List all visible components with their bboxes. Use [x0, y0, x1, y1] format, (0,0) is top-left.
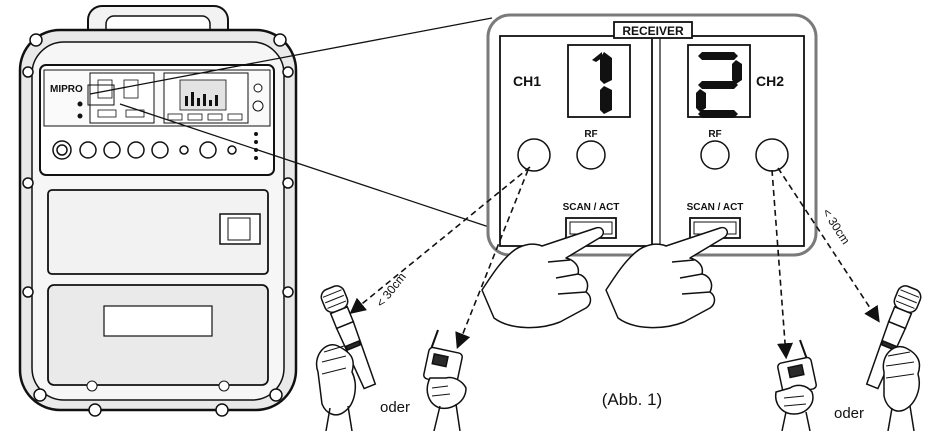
ch2-label: CH2 — [756, 73, 784, 89]
pressing-hand-right-icon — [605, 226, 728, 329]
pressing-hand-left-icon — [481, 226, 604, 329]
figure-caption: (Abb. 1) — [602, 390, 662, 409]
ch2-infrared-sensor — [755, 138, 789, 172]
speaker-screws — [22, 33, 294, 417]
ch1-seven-segment-display — [567, 44, 631, 118]
receiver-header-label: RECEIVER — [622, 24, 684, 38]
zoom-callout-lines — [87, 17, 499, 231]
ch1-label: CH1 — [513, 73, 541, 89]
distance-right-label: < 30cm — [819, 206, 852, 247]
or-left-label: oder — [380, 399, 410, 416]
ch2-scan-act-label: SCAN / ACT — [687, 202, 744, 213]
handheld-microphone-left-icon — [315, 285, 377, 431]
ch1-rf-label: RF — [584, 129, 597, 140]
receiver-zoom-panel: RECEIVER CH1 RF SCAN / ACT CH2 RF — [486, 13, 818, 257]
speaker-knobs — [52, 140, 237, 160]
ch1-scan-act-label: SCAN / ACT — [563, 202, 620, 213]
or-right-label: oder — [834, 405, 864, 422]
ch2-seven-segment-display — [687, 44, 751, 118]
ch2-rf-label: RF — [708, 129, 721, 140]
bodypack-transmitter-left-icon — [423, 329, 467, 431]
speaker-device: MIPRO — [18, 5, 298, 417]
ch2-rf-indicator — [700, 140, 730, 170]
bodypack-transmitter-right-icon — [774, 339, 817, 431]
brand-logo: MIPRO — [50, 84, 83, 95]
ch1-rf-indicator — [576, 140, 606, 170]
handheld-microphone-right-icon — [865, 285, 922, 431]
ch1-infrared-sensor — [517, 138, 551, 172]
ir-sync-arrows — [349, 166, 880, 360]
